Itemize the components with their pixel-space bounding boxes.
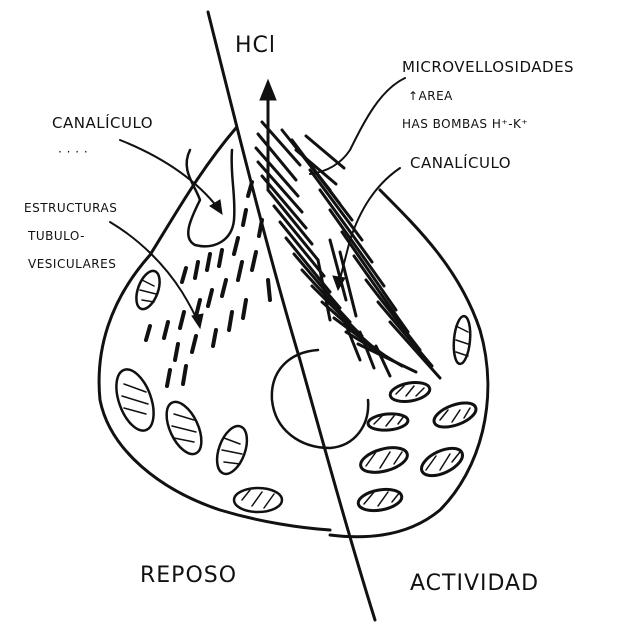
hcl-arrow-head bbox=[260, 80, 276, 100]
label-area: ↑AREA bbox=[408, 89, 453, 103]
label-canaliculo-left: CANALÍCULO bbox=[52, 113, 153, 132]
label-bombas: HAS BOMBAS H⁺-K⁺ bbox=[402, 117, 528, 131]
label-canaliculo-right: CANALÍCULO bbox=[410, 153, 511, 172]
label-reposo: REPOSO bbox=[140, 563, 237, 588]
mitochondria-rest bbox=[109, 268, 282, 512]
label-microvellosidades: MICROVELLOSIDADES bbox=[402, 58, 574, 76]
label-actividad: ACTIVIDAD bbox=[410, 571, 539, 596]
label-dots: · · · · bbox=[58, 145, 88, 159]
label-vesiculares: VESICULARES bbox=[28, 257, 116, 271]
label-tubulo: TUBULO- bbox=[27, 229, 85, 243]
pointer-canaliculo-left bbox=[120, 140, 218, 208]
label-estructuras: ESTRUCTURAS bbox=[24, 201, 117, 215]
pointer-microvellosidades bbox=[310, 78, 405, 174]
label-hcl: HCl bbox=[235, 33, 276, 58]
tubulovesicles bbox=[146, 182, 270, 386]
